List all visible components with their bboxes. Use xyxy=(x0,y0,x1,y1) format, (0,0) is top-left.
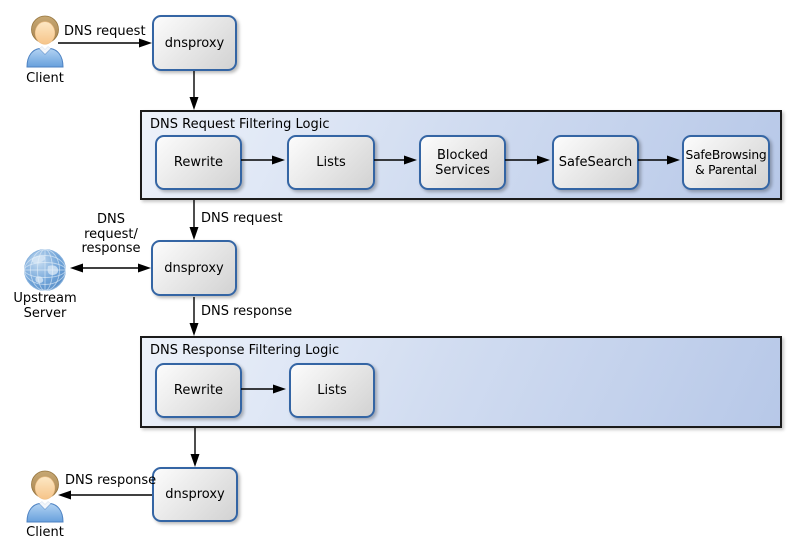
response-filtering-title: DNS Response Filtering Logic xyxy=(150,343,340,358)
step-rewrite-request: Rewrite xyxy=(155,135,242,190)
client-avatar-icon-bottom xyxy=(22,468,68,527)
client-top-label: Client xyxy=(26,71,64,86)
upstream-server-label: Upstream Server xyxy=(13,291,77,321)
step-rewrite-response: Rewrite xyxy=(155,363,242,418)
step-label: Rewrite xyxy=(173,383,224,398)
response-filtering-container: DNS Response Filtering Logic Rewrite Lis… xyxy=(140,336,782,428)
step-label: Lists xyxy=(317,383,347,398)
step-safebrowsing-parental: SafeBrowsing & Parental xyxy=(682,135,770,190)
dnsproxy-top-node: dnsproxy xyxy=(152,15,237,71)
arrow-request-filter-to-dnsproxy-mid xyxy=(189,200,199,240)
step-safesearch: SafeSearch xyxy=(552,135,639,190)
arrow-client-to-dnsproxy-top xyxy=(58,38,152,48)
request-filtering-title: DNS Request Filtering Logic xyxy=(150,117,330,132)
arrow-upstream-exchange xyxy=(70,263,151,273)
edge-label-dns-request-mid: DNS request xyxy=(201,211,283,226)
arrow-dnsproxy-mid-to-response-filter xyxy=(189,297,199,336)
dnsproxy-mid-label: dnsproxy xyxy=(164,260,224,276)
step-label: SafeBrowsing & Parental xyxy=(685,147,767,177)
arrow-response-filter-to-dnsproxy-bottom xyxy=(190,428,200,467)
edge-label-dns-request-response: DNS request/ response xyxy=(81,212,141,256)
dnsproxy-top-label: dnsproxy xyxy=(164,35,225,51)
client-bottom-label: Client xyxy=(26,525,64,540)
request-filtering-container: DNS Request Filtering Logic Rewrite List… xyxy=(140,110,782,200)
step-blocked-services: Blocked Services xyxy=(419,135,506,190)
step-label: Lists xyxy=(316,155,346,170)
edge-label-dns-response-bottom: DNS response xyxy=(65,473,157,488)
dnsproxy-bottom-node: dnsproxy xyxy=(152,467,238,522)
edge-label-dns-response-mid: DNS response xyxy=(201,304,293,319)
upstream-server-globe-icon xyxy=(22,247,68,297)
client-avatar-icon xyxy=(22,13,68,72)
dnsproxy-mid-node: dnsproxy xyxy=(151,240,237,296)
edge-label-dns-request-top: DNS request xyxy=(64,24,146,39)
step-label: SafeSearch xyxy=(558,155,633,170)
dnsproxy-bottom-label: dnsproxy xyxy=(165,487,225,502)
step-label: Rewrite xyxy=(173,155,224,170)
step-label: Blocked Services xyxy=(435,147,490,178)
arrow-dnsproxy-top-to-request-filter xyxy=(189,71,199,110)
arrow-dnsproxy-bottom-to-client xyxy=(58,490,152,500)
step-lists-response: Lists xyxy=(289,363,375,418)
step-lists-request: Lists xyxy=(287,135,375,190)
